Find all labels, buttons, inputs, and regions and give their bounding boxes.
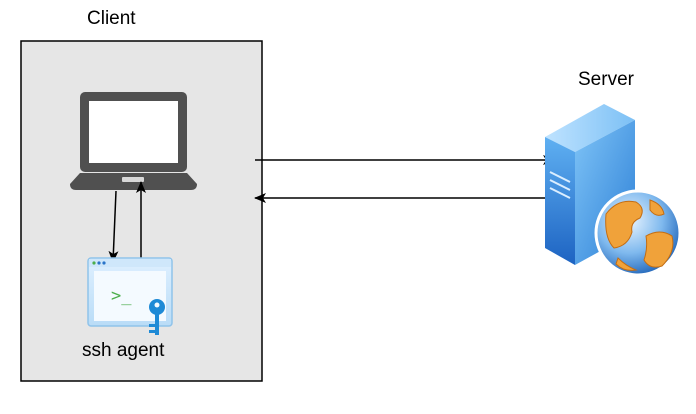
terminal-key-icon: >_ xyxy=(87,257,173,335)
server-label: Server xyxy=(578,69,634,90)
globe-icon xyxy=(594,189,682,277)
terminal-prompt: >_ xyxy=(111,286,132,306)
laptop-to-agent-arrow xyxy=(108,190,119,263)
client-label: Client xyxy=(87,8,136,29)
laptop-icon xyxy=(70,92,197,190)
key-icon xyxy=(149,299,165,335)
ssh-agent-label: ssh agent xyxy=(82,340,165,361)
web-server-globe-icon xyxy=(545,104,682,277)
